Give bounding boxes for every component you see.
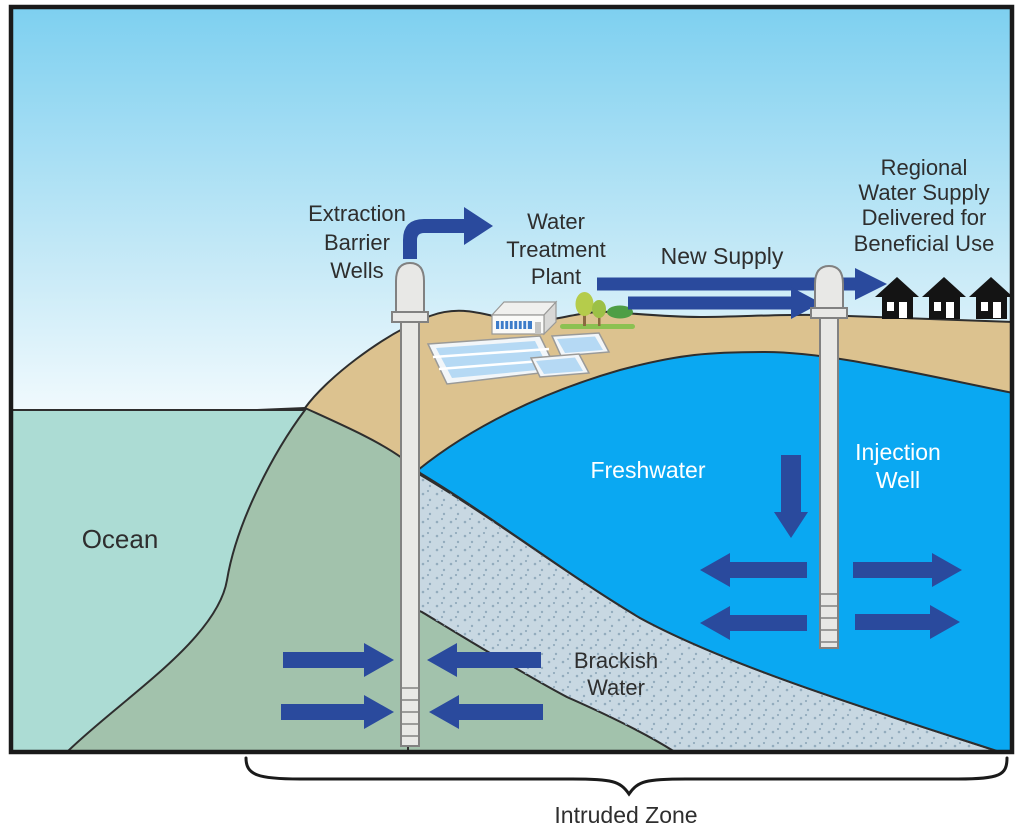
houses-graphic [875, 277, 1010, 319]
extraction-wells-label: Extraction Barrier Wells [308, 201, 406, 283]
injection-well-screen [820, 593, 838, 643]
treatment-plant-label: Water Treatment Plant [506, 209, 605, 289]
extraction-well [391, 261, 429, 747]
svg-text:Water Supply: Water Supply [858, 180, 989, 205]
injection-left-arrow-top [700, 553, 807, 587]
new-supply-arrow-bottom [628, 287, 821, 319]
injection-wellhead [814, 264, 844, 309]
svg-text:Beneficial Use: Beneficial Use [854, 231, 995, 256]
diagram-frame [8, 4, 1015, 755]
regional-supply-label: Regional Water Supply Delivered for Bene… [854, 155, 995, 256]
injection-well-label: Injection Well [855, 439, 941, 493]
intruded-zone-label: Intruded Zone [554, 802, 697, 828]
svg-text:Well: Well [876, 467, 920, 493]
plant-window-panes [499, 321, 528, 329]
svg-text:Treatment: Treatment [506, 237, 605, 262]
svg-text:Brackish: Brackish [574, 648, 658, 673]
injection-down-arrow [774, 455, 808, 538]
intruded-zone-brace [244, 756, 1009, 797]
plant-door [535, 322, 541, 334]
injection-well-pipe [819, 317, 839, 649]
svg-text:Regional: Regional [881, 155, 968, 180]
tree-trunk [583, 314, 586, 326]
brackish-water-label: Brackish Water [574, 648, 658, 700]
injection-well [810, 264, 848, 649]
svg-text:Wells: Wells [330, 258, 383, 283]
treatment-plant-graphic [426, 292, 635, 385]
extraction-right-arrow-bottom [281, 695, 394, 729]
grass-strip [560, 324, 635, 329]
svg-text:Plant: Plant [531, 264, 581, 289]
svg-text:Injection: Injection [855, 439, 941, 465]
freshwater-region [416, 350, 1010, 750]
injection-well-flange [810, 307, 848, 319]
trees-graphic [560, 292, 635, 329]
svg-text:Delivered for: Delivered for [862, 205, 987, 230]
house-icon [922, 277, 966, 319]
extraction-wellhead [395, 261, 425, 313]
extraction-well-flange [391, 311, 429, 323]
svg-text:Barrier: Barrier [324, 230, 390, 255]
extraction-right-arrow-top [283, 643, 394, 677]
extraction-well-screen [401, 687, 419, 737]
ocean-label: Ocean [82, 524, 159, 554]
new-supply-label: New Supply [661, 243, 784, 269]
bush-icon [607, 305, 633, 319]
house-icon [875, 277, 919, 319]
brackish-stipple [412, 470, 994, 750]
freshwater-label: Freshwater [590, 457, 705, 483]
injection-right-arrow-top [853, 553, 962, 587]
tree-icon [575, 292, 594, 316]
settling-basins [426, 332, 611, 385]
svg-text:Water: Water [527, 209, 585, 234]
svg-text:Water: Water [587, 675, 645, 700]
house-icon [969, 277, 1010, 319]
injection-right-arrow-bottom [855, 605, 960, 639]
tree-trunk-small [598, 316, 601, 326]
injection-left-arrow-bottom [700, 606, 807, 640]
ocean-region [13, 409, 307, 750]
new-supply-arrow-top [597, 268, 887, 300]
svg-text:Extraction: Extraction [308, 201, 406, 226]
extraction-well-pipe [400, 315, 420, 747]
extraction-left-arrow-bottom [429, 695, 543, 729]
extraction-left-arrow-top [427, 643, 541, 677]
extraction-to-plant-arrow [403, 207, 493, 259]
tree-small-icon [592, 300, 606, 318]
